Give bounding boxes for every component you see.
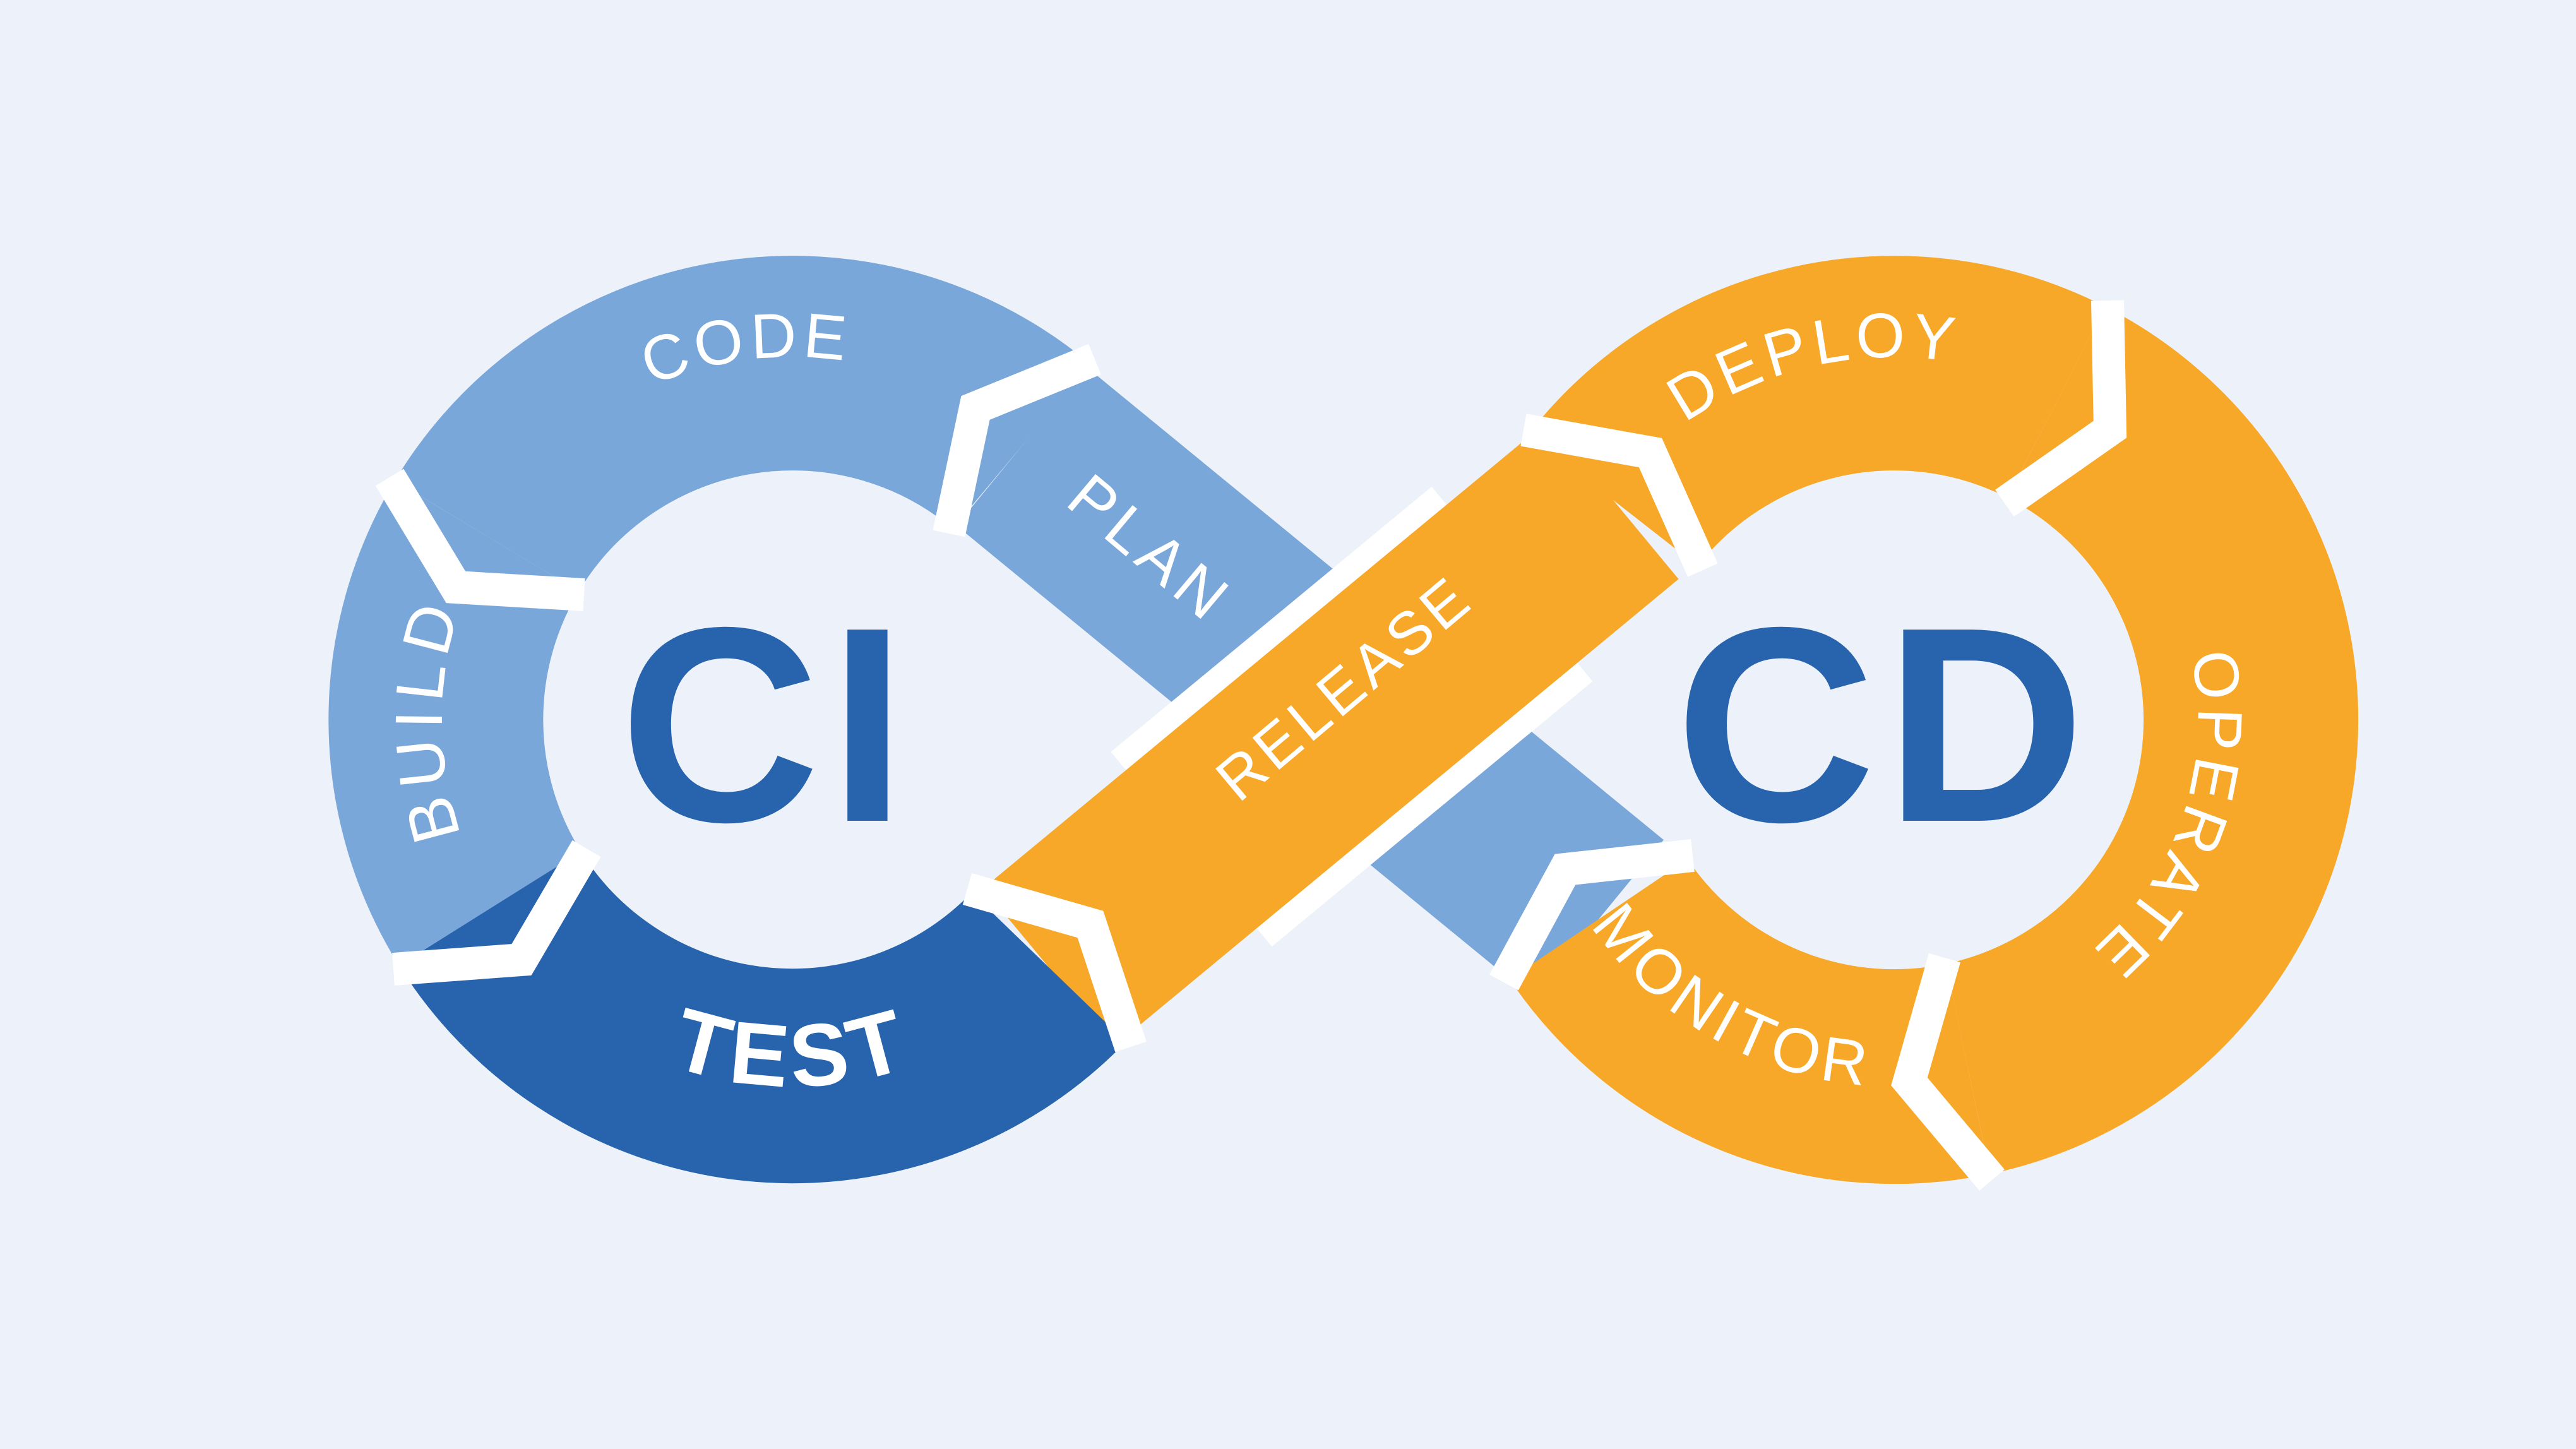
ci-text: CI <box>619 570 915 880</box>
junction-gap-plan-code <box>933 343 1101 537</box>
code-arc <box>395 256 1091 593</box>
junction-gap-monitor-plan <box>1489 839 1695 991</box>
junction-gap-release-deploy <box>1520 414 1718 577</box>
test-label: TEST <box>664 989 921 1107</box>
test-arc <box>398 850 1126 1184</box>
junction-gap-operate-monitor <box>1891 953 2005 1191</box>
junction-gap-code-build <box>375 468 585 611</box>
junction-gap-deploy-operate <box>1995 300 2127 517</box>
junction-gap-build-test <box>392 840 601 986</box>
junction-gap-test-release <box>962 873 1147 1052</box>
cd-text: CD <box>1675 570 2094 880</box>
release-band <box>983 420 1679 1047</box>
build-label: BUILD <box>381 589 475 851</box>
operate-arc <box>1945 306 2359 1174</box>
